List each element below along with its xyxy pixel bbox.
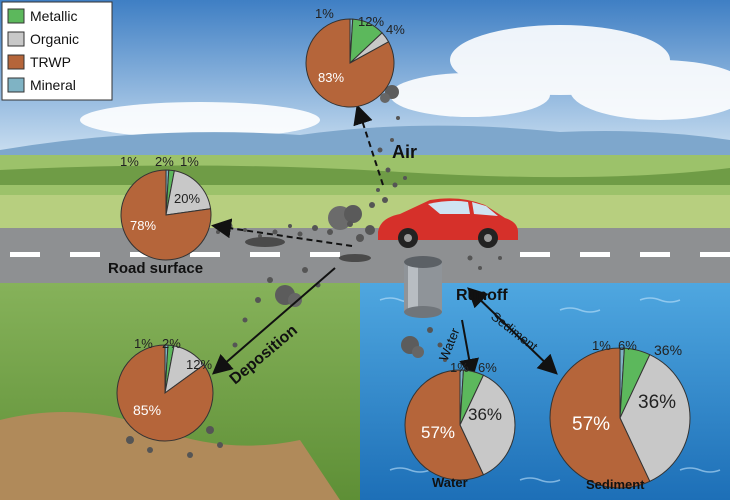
label-road-surface: Road surface: [108, 260, 203, 277]
road-organic-top-pct: 1%: [180, 154, 199, 169]
air-organic-pct: 4%: [386, 22, 405, 37]
road-trwp-slice: [120, 169, 212, 261]
legend-label-trwp: TRWP: [30, 54, 71, 70]
road-mineral-pct: 1%: [120, 154, 139, 169]
legend-label-organic: Organic: [30, 31, 79, 47]
red-car: [378, 198, 518, 248]
sed-metallic-pct: 6%: [618, 338, 637, 353]
water-mineral-pct: 1%: [450, 360, 469, 375]
dep-mineral-pct: 1%: [134, 336, 153, 351]
legend-swatch-metallic: [7, 8, 25, 24]
pie-air: [305, 18, 395, 108]
label-runoff: Runoff: [456, 287, 508, 304]
legend-label-metallic: Metallic: [30, 8, 77, 24]
soil-patch: [0, 412, 340, 500]
label-sediment: Sediment: [586, 477, 645, 492]
label-air: Air: [392, 142, 417, 162]
sediment-arrow: [467, 287, 558, 375]
sed-mineral-pct: 1%: [592, 338, 611, 353]
air-arrow: [353, 104, 384, 186]
clouds: [80, 25, 730, 138]
air-metallic-pct: 12%: [358, 14, 384, 29]
legend-swatch-mineral: [7, 77, 25, 93]
deposition-trwp-slice: [116, 344, 214, 442]
water-trwp-slice: [404, 369, 485, 481]
road-organic-pct: 20%: [174, 191, 200, 206]
sediment-organic-slice: [619, 353, 691, 483]
pie-road-surface: [120, 169, 212, 261]
air-trwp-slice: [305, 18, 395, 108]
legend-swatch-trwp: [7, 54, 25, 70]
pie-water: [404, 369, 516, 481]
particle-cloud: [126, 85, 502, 458]
water-metallic-pct: 6%: [478, 360, 497, 375]
deposition-arrow: [211, 267, 336, 375]
water-organic-slice: [459, 374, 516, 476]
sed-organic-pct: 36%: [638, 392, 676, 413]
road-trwp-pct: 78%: [130, 218, 156, 233]
legend-swatch-organic: [7, 31, 25, 47]
legend-label-mineral: Mineral: [30, 77, 76, 93]
label-water: Water: [432, 475, 468, 490]
legend: Metallic Organic TRWP Mineral: [1, 1, 113, 101]
air-mineral-pct: 1%: [315, 6, 334, 21]
water-organic-pct: 36%: [468, 405, 502, 424]
pie-deposition: [116, 344, 214, 442]
meadow: [0, 195, 730, 230]
dep-trwp-pct: 85%: [133, 402, 161, 418]
road-arrow: [211, 218, 353, 247]
dep-organic-pct: 12%: [186, 357, 212, 372]
road-metallic-pct: 2%: [155, 154, 174, 169]
air-trwp-pct: 83%: [318, 70, 344, 85]
road-organic-slice: [165, 170, 212, 216]
drain-pipe: [404, 256, 442, 318]
pie-sediment: [549, 347, 691, 489]
sed-trwp-pct: 57%: [572, 414, 610, 435]
sediment-trwp-slice: [549, 347, 651, 489]
sed-organic-top-pct: 36%: [654, 342, 682, 358]
water-trwp-pct: 57%: [421, 423, 455, 442]
dep-metallic-pct: 2%: [162, 336, 181, 351]
